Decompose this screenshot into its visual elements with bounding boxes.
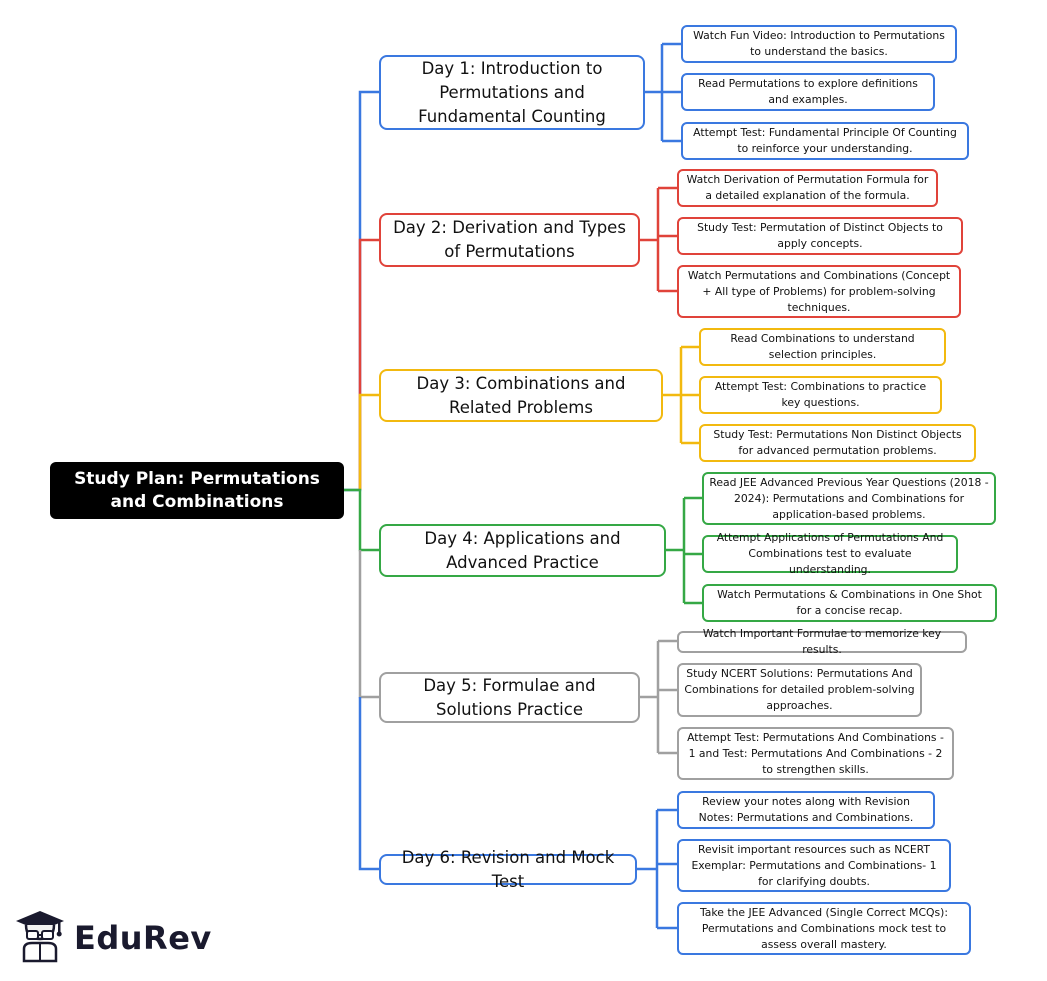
day-4-node: Day 4: Applications and Advanced Practic… bbox=[379, 524, 666, 577]
day-3-task-3: Study Test: Permutations Non Distinct Ob… bbox=[699, 424, 976, 462]
root-node: Study Plan: Permutations and Combination… bbox=[50, 462, 344, 519]
trunk-day6 bbox=[358, 697, 380, 871]
day-1-task-2: Read Permutations to explore definitions… bbox=[681, 73, 935, 111]
day-3-task-1: Read Combinations to understand selectio… bbox=[699, 328, 946, 366]
day-1-task-1: Watch Fun Video: Introduction to Permuta… bbox=[681, 25, 957, 63]
day-6-node: Day 6: Revision and Mock Test bbox=[379, 848, 637, 891]
trunk-day2 bbox=[358, 238, 380, 490]
branch-day6 bbox=[637, 808, 677, 930]
edurev-logo: EduRev bbox=[14, 905, 212, 971]
day-4-task-1: Read JEE Advanced Previous Year Question… bbox=[702, 472, 996, 525]
trunk-day1 bbox=[344, 90, 380, 492]
branch-day3 bbox=[663, 345, 699, 445]
day-6-task-1: Review your notes along with Revision No… bbox=[677, 791, 935, 829]
day-5-node: Day 5: Formulae and Solutions Practice bbox=[379, 672, 640, 723]
day-6-task-2: Revisit important resources such as NCER… bbox=[677, 839, 951, 892]
branch-day5 bbox=[640, 639, 677, 755]
day-6-task-3: Take the JEE Advanced (Single Correct MC… bbox=[677, 902, 971, 955]
branch-day1 bbox=[644, 42, 681, 143]
day-4-task-2: Attempt Applications of Permutations And… bbox=[702, 531, 958, 576]
day-1-task-3: Attempt Test: Fundamental Principle Of C… bbox=[681, 122, 969, 160]
day-4-task-3: Watch Permutations & Combinations in One… bbox=[702, 584, 997, 622]
day-3-task-2: Attempt Test: Combinations to practice k… bbox=[699, 376, 942, 414]
day-2-node: Day 2: Derivation and Types of Permutati… bbox=[379, 213, 640, 267]
day-2-task-2: Study Test: Permutation of Distinct Obje… bbox=[677, 217, 963, 255]
day-1-node: Day 1: Introduction to Permutations and … bbox=[379, 55, 645, 130]
branch-day4 bbox=[666, 496, 702, 605]
trunk-day5 bbox=[358, 550, 380, 699]
graduation-cap-student-icon bbox=[14, 909, 66, 967]
trunk-day4 bbox=[344, 488, 380, 552]
trunk-day3 bbox=[358, 393, 380, 490]
day-2-task-1: Watch Derivation of Permutation Formula … bbox=[677, 169, 938, 207]
day-5-task-2: Study NCERT Solutions: Permutations And … bbox=[677, 663, 922, 717]
day-3-node: Day 3: Combinations and Related Problems bbox=[379, 369, 663, 422]
day-5-task-3: Attempt Test: Permutations And Combinati… bbox=[677, 727, 954, 780]
day-5-task-1: Watch Important Formulae to memorize key… bbox=[677, 627, 967, 656]
branch-day2 bbox=[640, 186, 677, 293]
edurev-logo-text: EduRev bbox=[74, 919, 212, 957]
day-2-task-3: Watch Permutations and Combinations (Con… bbox=[677, 265, 961, 318]
